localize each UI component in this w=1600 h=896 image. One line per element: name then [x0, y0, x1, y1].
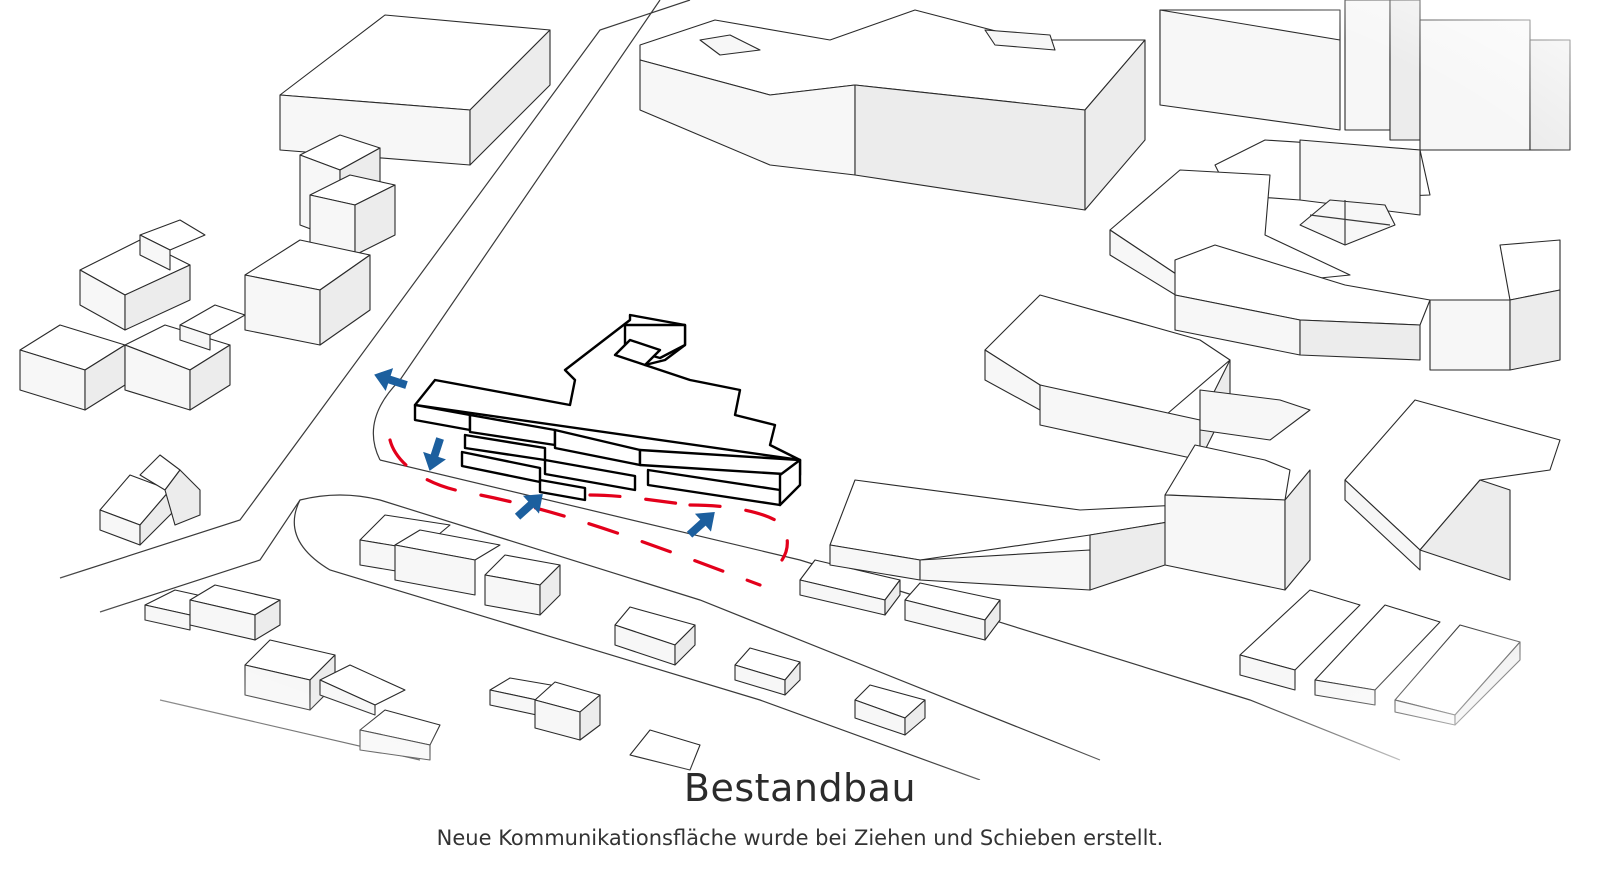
- highlighted-existing-building: [413, 313, 802, 507]
- arrow-down-icon: [423, 437, 446, 471]
- arrow-left-icon: [374, 368, 408, 391]
- arrow-up-right-icon: [514, 493, 543, 520]
- site-axonometric-diagram: [0, 0, 1600, 780]
- push-pull-arrows: [374, 368, 715, 538]
- arrow-up-right-icon: [686, 511, 715, 538]
- edge-fade: [0, 0, 1600, 780]
- diagram-subtitle: Neue Kommunikationsfläche wurde bei Zieh…: [436, 826, 1164, 850]
- new-communication-area-outline: [388, 438, 789, 587]
- diagram-title: Bestandbau: [683, 766, 917, 810]
